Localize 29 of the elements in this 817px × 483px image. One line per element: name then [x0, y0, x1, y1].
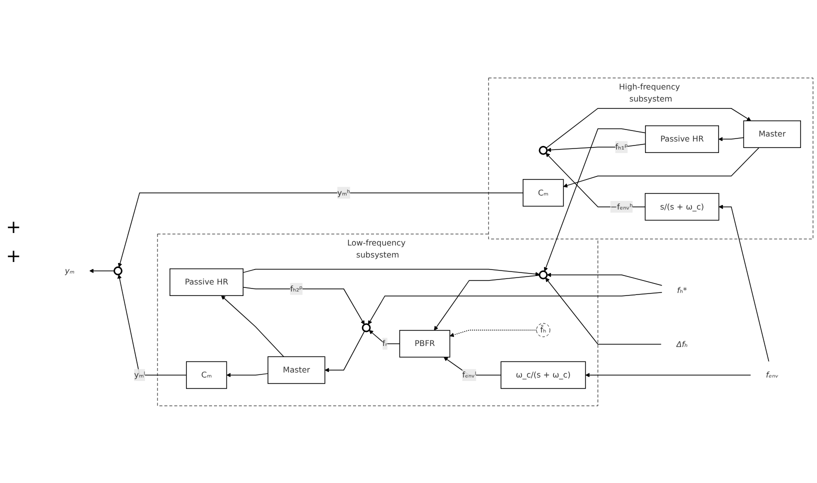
arrow	[544, 128, 646, 272]
arrow	[368, 330, 400, 344]
node-circle	[538, 270, 548, 279]
arrow	[444, 356, 502, 376]
arrow	[545, 277, 662, 344]
plus-sign: +	[6, 246, 22, 266]
arrow	[546, 272, 663, 286]
arrow	[368, 292, 663, 324]
arrow	[242, 286, 365, 324]
arrow	[242, 268, 540, 276]
arrow	[718, 204, 770, 362]
arrow	[718, 136, 744, 141]
arrow	[434, 274, 540, 330]
arrow	[546, 152, 646, 207]
arrow	[117, 274, 187, 376]
plus-sign: +	[6, 216, 22, 238]
node-circle	[362, 322, 371, 332]
arrow	[89, 268, 115, 273]
arrow	[226, 372, 268, 377]
arrow	[546, 143, 646, 152]
arrow	[450, 329, 537, 337]
arrow	[221, 294, 284, 357]
node-circle	[538, 145, 548, 154]
arrow	[563, 146, 760, 188]
arrow	[546, 108, 752, 148]
arrow	[324, 330, 365, 372]
arrow	[585, 372, 752, 377]
arrow	[118, 192, 524, 268]
node-circle	[114, 266, 122, 275]
